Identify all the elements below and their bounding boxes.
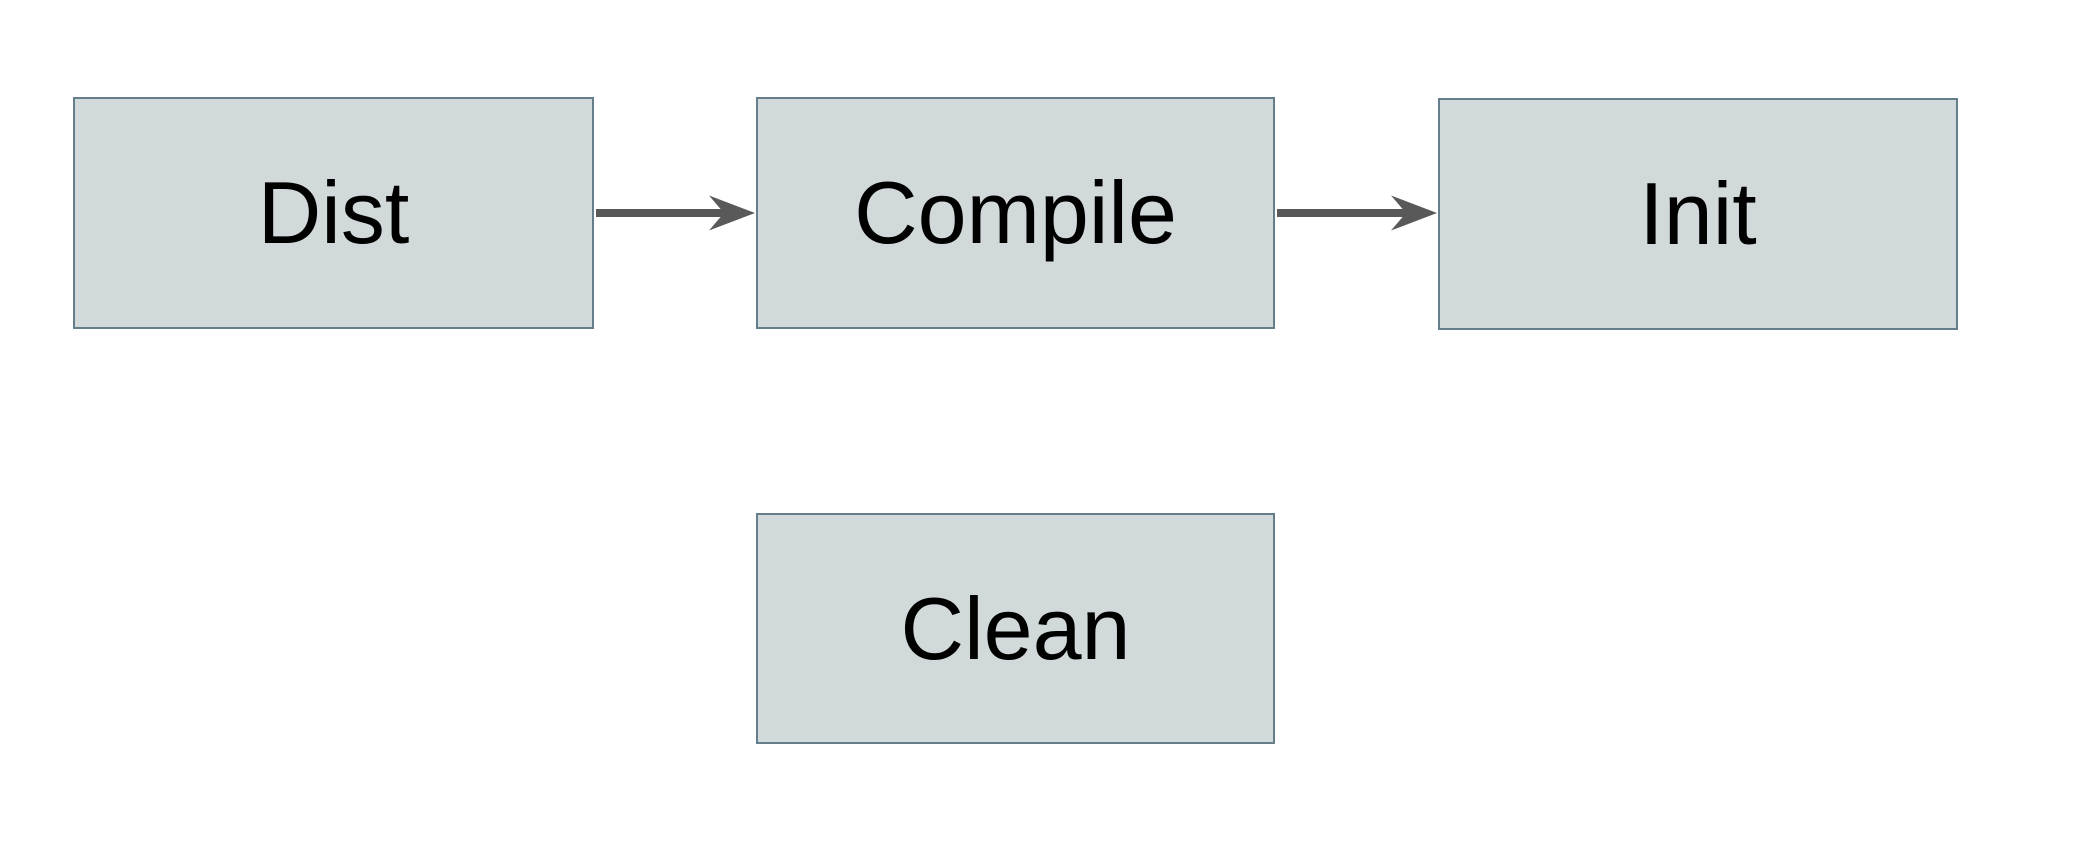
node-clean-label: Clean [900, 578, 1131, 678]
node-init-label: Init [1639, 164, 1757, 263]
node-compile-label: Compile [854, 163, 1177, 262]
node-init: Init [1438, 98, 1958, 330]
node-dist: Dist [73, 97, 594, 329]
arrow-dist-to-compile [596, 195, 755, 231]
node-clean: Clean [756, 513, 1275, 744]
arrow-compile-to-init [1277, 195, 1437, 231]
node-dist-label: Dist [257, 163, 410, 262]
node-compile: Compile [756, 97, 1275, 329]
